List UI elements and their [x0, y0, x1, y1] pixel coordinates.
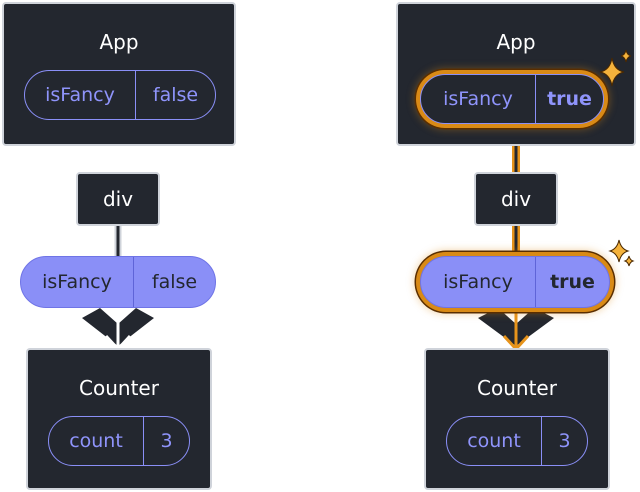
left-app-node: App isFancy false: [2, 2, 236, 146]
right-counter-node: Counter count 3: [424, 348, 610, 490]
sparkle-icon: [608, 239, 635, 267]
right-passed-prop-value: true: [550, 271, 595, 293]
right-counter-state-value: 3: [558, 430, 571, 452]
sparkle-icon: [599, 49, 632, 87]
arrow-right-icon: [282, 228, 341, 264]
right-app-prop-value: true: [547, 88, 592, 110]
left-counter-state-value: 3: [160, 430, 173, 452]
right-counter-state-name: count: [447, 417, 542, 465]
right-counter-state-pill: count 3: [446, 416, 588, 466]
left-counter-state-name: count: [49, 417, 144, 465]
right-app-prop-pill: isFancy true: [420, 74, 604, 124]
right-div-node: div: [474, 172, 558, 226]
right-app-title: App: [496, 30, 536, 54]
right-app-prop-name: isFancy: [421, 75, 536, 123]
left-passed-prop-name: isFancy: [21, 257, 134, 307]
right-passed-prop-name: isFancy: [421, 257, 536, 307]
left-counter-node: Counter count 3: [26, 348, 212, 490]
left-counter-state-pill: count 3: [48, 416, 190, 466]
right-app-node: App isFancy true: [396, 2, 636, 146]
left-app-title: App: [99, 30, 139, 54]
left-passed-prop-pill: isFancy false: [20, 256, 216, 308]
left-app-prop-pill: isFancy false: [24, 70, 216, 120]
left-counter-title: Counter: [79, 376, 159, 400]
right-counter-title: Counter: [477, 376, 557, 400]
left-app-prop-name: isFancy: [25, 71, 136, 119]
right-passed-prop-pill: isFancy true: [420, 256, 610, 308]
left-passed-prop-value: false: [151, 271, 198, 293]
left-div-node: div: [76, 172, 160, 226]
left-app-prop-value: false: [152, 84, 199, 106]
